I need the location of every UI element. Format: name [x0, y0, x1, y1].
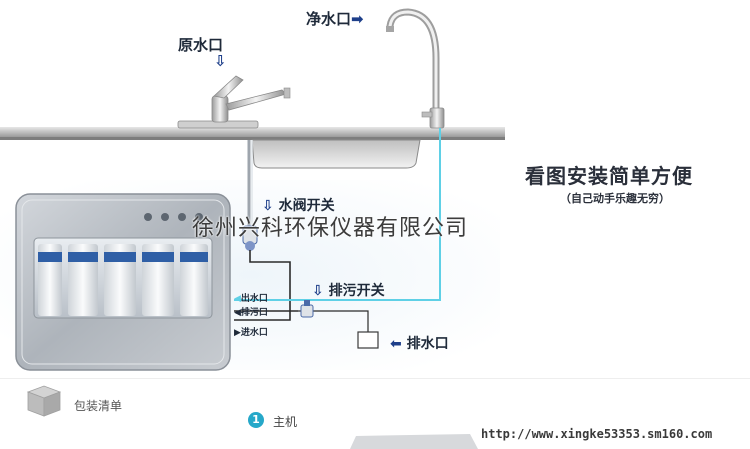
drain-box [357, 331, 379, 349]
port-inlet-label: ▶进水口 [234, 328, 268, 338]
water-valve [242, 225, 258, 251]
pure-water-outlet-label: 净水口 ➡ [306, 10, 364, 28]
down-arrow-icon: ⇩ [262, 198, 274, 214]
filter-cartridges [38, 244, 208, 316]
box-icon [26, 385, 62, 417]
sink-basin [251, 139, 421, 169]
drain-line [234, 300, 369, 336]
drain-outlet-label: ⬅ 排水口 [390, 336, 449, 352]
left-arrow-icon: ⬅ [390, 336, 402, 352]
raw-water-faucet [177, 75, 291, 129]
inlet-hose [234, 250, 291, 321]
water-valve-switch-label: ⇩ 水阀开关 [262, 198, 335, 214]
raw-water-pipe [247, 140, 253, 228]
raw-water-inlet-label: 原水口 [178, 36, 224, 54]
pure-water-line [234, 128, 441, 301]
item-number-badge: 1 [248, 412, 264, 428]
product-preview [350, 434, 478, 449]
port-drain-label: ◀排污口 [234, 308, 268, 318]
main-unit-label: 主机 [273, 415, 298, 429]
down-arrow-icon: ⇩ [312, 283, 324, 299]
drain-switch-label: ⇩ 排污开关 [312, 283, 385, 299]
right-arrow-icon: ➡ [351, 10, 364, 28]
purifier-unit [15, 193, 231, 371]
countertop [0, 127, 505, 140]
packing-list-title: 包装清单 [74, 399, 123, 413]
down-arrow-icon: ⇩ [214, 52, 227, 70]
pure-water-faucet [386, 8, 445, 129]
footer-url: http://www.xingke53353.sm160.com [481, 427, 713, 441]
company-watermark: 徐州兴科环保仪器有限公司 [192, 216, 469, 241]
headline-subtitle: （自己动手乐趣无穷） [560, 192, 670, 205]
headline-title: 看图安装简单方便 [525, 164, 693, 188]
section-divider [0, 378, 750, 379]
port-outlet-label: ◀出水口 [234, 294, 268, 304]
